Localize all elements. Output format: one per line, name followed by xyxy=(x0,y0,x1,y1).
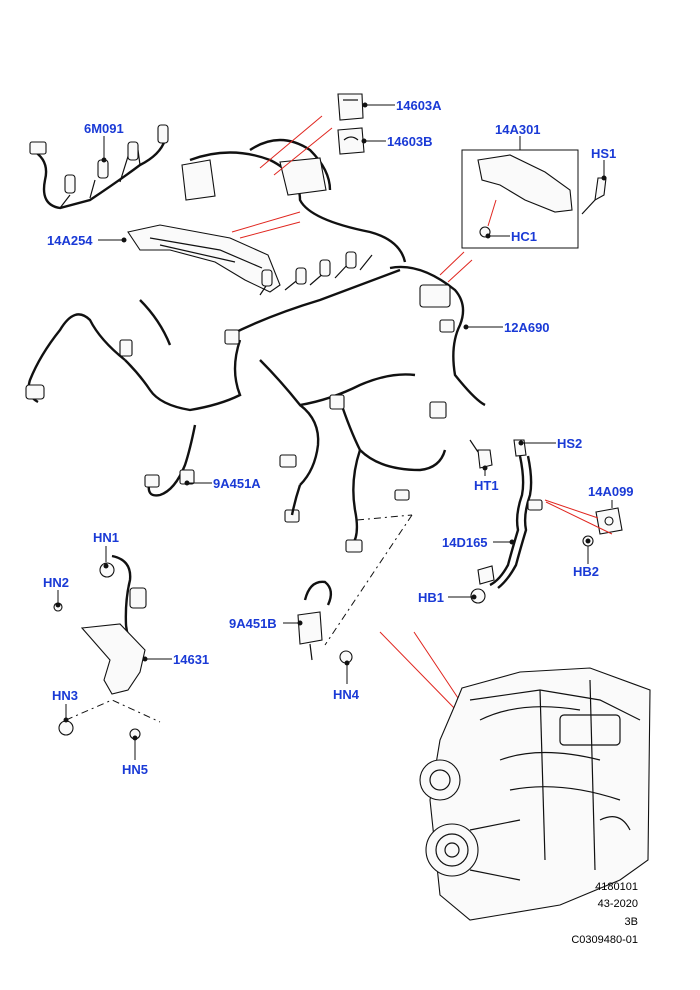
callout-hn2[interactable]: HN2 xyxy=(43,575,70,590)
callout-14a099[interactable]: 14A099 xyxy=(588,484,634,499)
sensor-harness-6m091 xyxy=(29,124,169,210)
callout-14603a[interactable]: 14603A xyxy=(396,98,442,113)
tube-14d165 xyxy=(470,439,543,604)
bracket-14631 xyxy=(53,554,147,740)
callout-hs2[interactable]: HS2 xyxy=(557,436,583,451)
diagram-code-line3: 3B xyxy=(624,916,638,928)
callout-9a451a[interactable]: 9A451A xyxy=(213,476,261,491)
callout-14a254[interactable]: 14A254 xyxy=(47,233,93,248)
diagram-code-line1: 4180101 xyxy=(595,881,638,893)
callout-12a690[interactable]: 12A690 xyxy=(504,320,550,335)
callout-hb1[interactable]: HB1 xyxy=(418,590,445,605)
red-reference-lines xyxy=(231,115,473,713)
diagram-code-line2: 43-2020 xyxy=(597,898,638,910)
diagram-code-line4: C0309480-01 xyxy=(571,934,638,946)
callout-hc1[interactable]: HC1 xyxy=(511,229,538,244)
sensor-14a099 xyxy=(544,499,623,547)
callout-6m091[interactable]: 6M091 xyxy=(84,121,124,136)
callout-14603b[interactable]: 14603B xyxy=(387,134,433,149)
callout-hn3[interactable]: HN3 xyxy=(52,688,79,703)
callout-9a451b[interactable]: 9A451B xyxy=(229,616,277,631)
leader-lines xyxy=(55,102,613,760)
heat-shield-14a254 xyxy=(127,224,281,293)
sensor-9a451b xyxy=(297,580,353,664)
main-harness-12a690 xyxy=(25,138,486,553)
callout-hn5[interactable]: HN5 xyxy=(122,762,149,777)
screw-hs1 xyxy=(581,177,607,215)
engine-block xyxy=(419,667,651,921)
sensor-9a451a xyxy=(144,424,197,497)
callout-ht1[interactable]: HT1 xyxy=(474,478,499,493)
callout-hs1[interactable]: HS1 xyxy=(591,146,617,161)
callout-14631[interactable]: 14631 xyxy=(173,652,210,667)
sensor-ht1 xyxy=(469,439,493,469)
callout-hn1[interactable]: HN1 xyxy=(93,530,120,545)
clip-14603b xyxy=(337,127,365,155)
callout-14d165[interactable]: 14D165 xyxy=(442,535,488,550)
callout-hb2[interactable]: HB2 xyxy=(573,564,600,579)
clip-14603a xyxy=(337,93,364,121)
callout-14a301[interactable]: 14A301 xyxy=(495,122,541,137)
callout-hn4[interactable]: HN4 xyxy=(333,687,360,702)
